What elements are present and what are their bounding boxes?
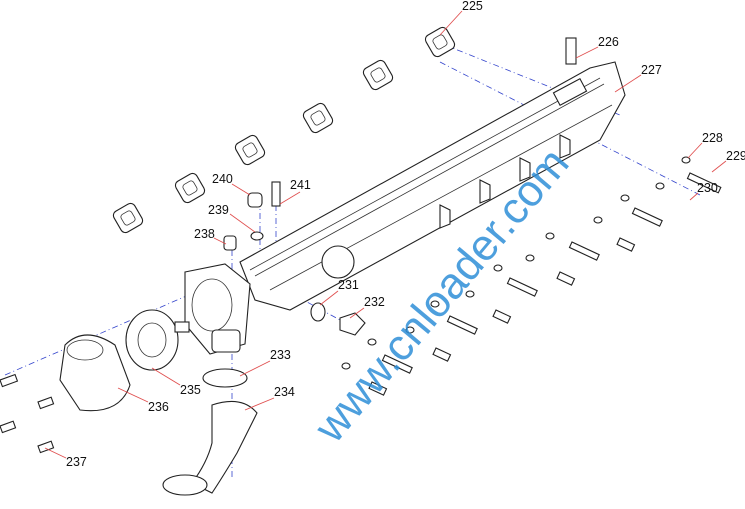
callout-232: 232 [364, 295, 385, 309]
exhaust-gaskets [112, 26, 456, 234]
callout-237: 237 [66, 455, 87, 469]
callout-241: 241 [290, 178, 311, 192]
callout-238: 238 [194, 227, 215, 241]
callout-230: 230 [697, 181, 718, 195]
callout-226: 226 [598, 35, 619, 49]
callout-228: 228 [702, 131, 723, 145]
callouts: 225 226 227 228 229 230 231 232 233 234 … [44, 0, 745, 469]
coolant-manifold [239, 61, 626, 311]
hose-and-clamps [162, 302, 366, 496]
bolts-and-washers [0, 156, 722, 454]
thermostat-housing [184, 263, 251, 355]
callout-231: 231 [338, 278, 359, 292]
callout-235: 235 [180, 383, 201, 397]
thermostat-cover [59, 334, 131, 412]
thermostat [125, 309, 190, 371]
callout-233: 233 [270, 348, 291, 362]
callout-229: 229 [726, 149, 745, 163]
callout-225: 225 [462, 0, 483, 13]
small-fittings [223, 37, 577, 251]
callout-234: 234 [274, 385, 295, 399]
callout-227: 227 [641, 63, 662, 77]
callout-239: 239 [208, 203, 229, 217]
callout-236: 236 [148, 400, 169, 414]
callout-240: 240 [212, 172, 233, 186]
